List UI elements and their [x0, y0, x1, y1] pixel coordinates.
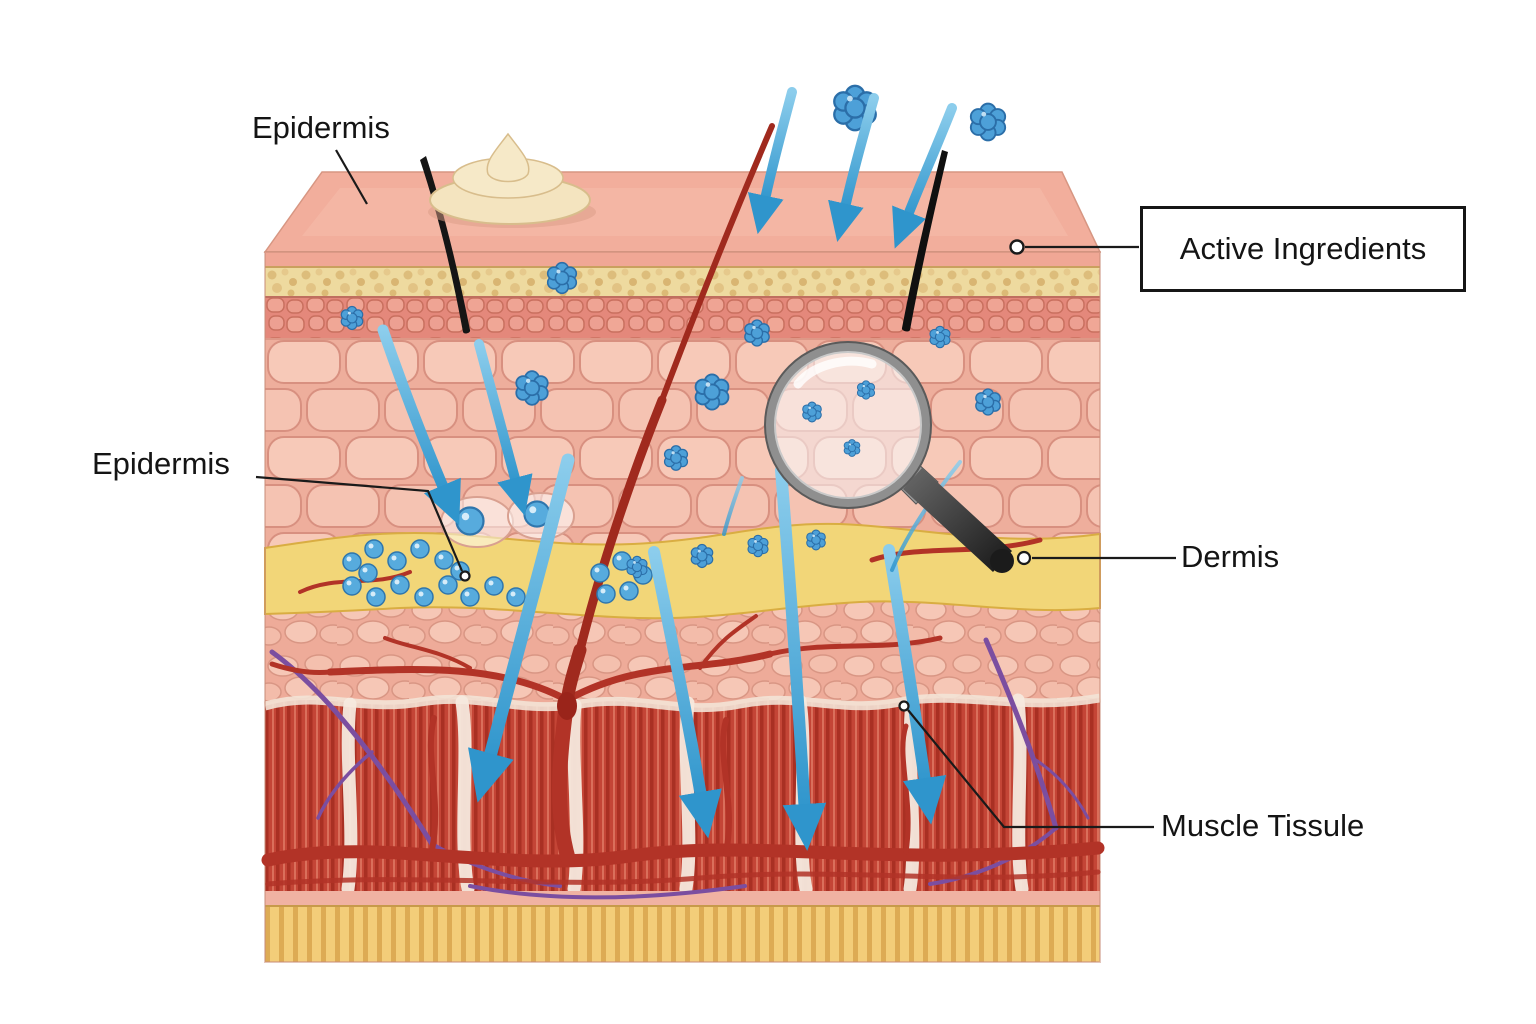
red-vessels [261, 537, 1105, 887]
label-epidermis-top: Epidermis [252, 110, 390, 145]
leader-muscle-tissue [907, 709, 1154, 829]
leader-epidermis-top [335, 149, 368, 205]
central-red-strand [557, 123, 775, 720]
pointer-dot-epidermis-left [459, 570, 471, 582]
pointer-dot-active-ingredients [1009, 239, 1025, 255]
label-dermis: Dermis [1181, 539, 1280, 574]
label-muscle-tissue: Muscle Tissule [1161, 808, 1365, 843]
pointer-dot-dermis [1016, 550, 1032, 566]
pointer-dot-muscle-tissue [898, 700, 910, 712]
granular-layer [265, 266, 1100, 298]
magnifying-glass-icon [764, 341, 1014, 573]
label-active-ingredients: Active Ingredients [1179, 231, 1427, 266]
penetration-arrows [377, 87, 962, 851]
label-epidermis-left: Epidermis [92, 446, 230, 481]
lower-pink-band [265, 891, 1100, 907]
label-box-active-ingredients: Active Ingredients [1140, 206, 1466, 292]
upper-cell-layer [265, 296, 1100, 338]
hair-strand-right [901, 150, 948, 332]
leader-lines [255, 149, 1176, 829]
leader-epidermis-left [255, 475, 464, 572]
skin-surface-top-face [263, 171, 1102, 253]
skin-block [261, 84, 1105, 963]
bottom-layer [265, 905, 1100, 962]
cream-dollop-icon [428, 132, 596, 228]
